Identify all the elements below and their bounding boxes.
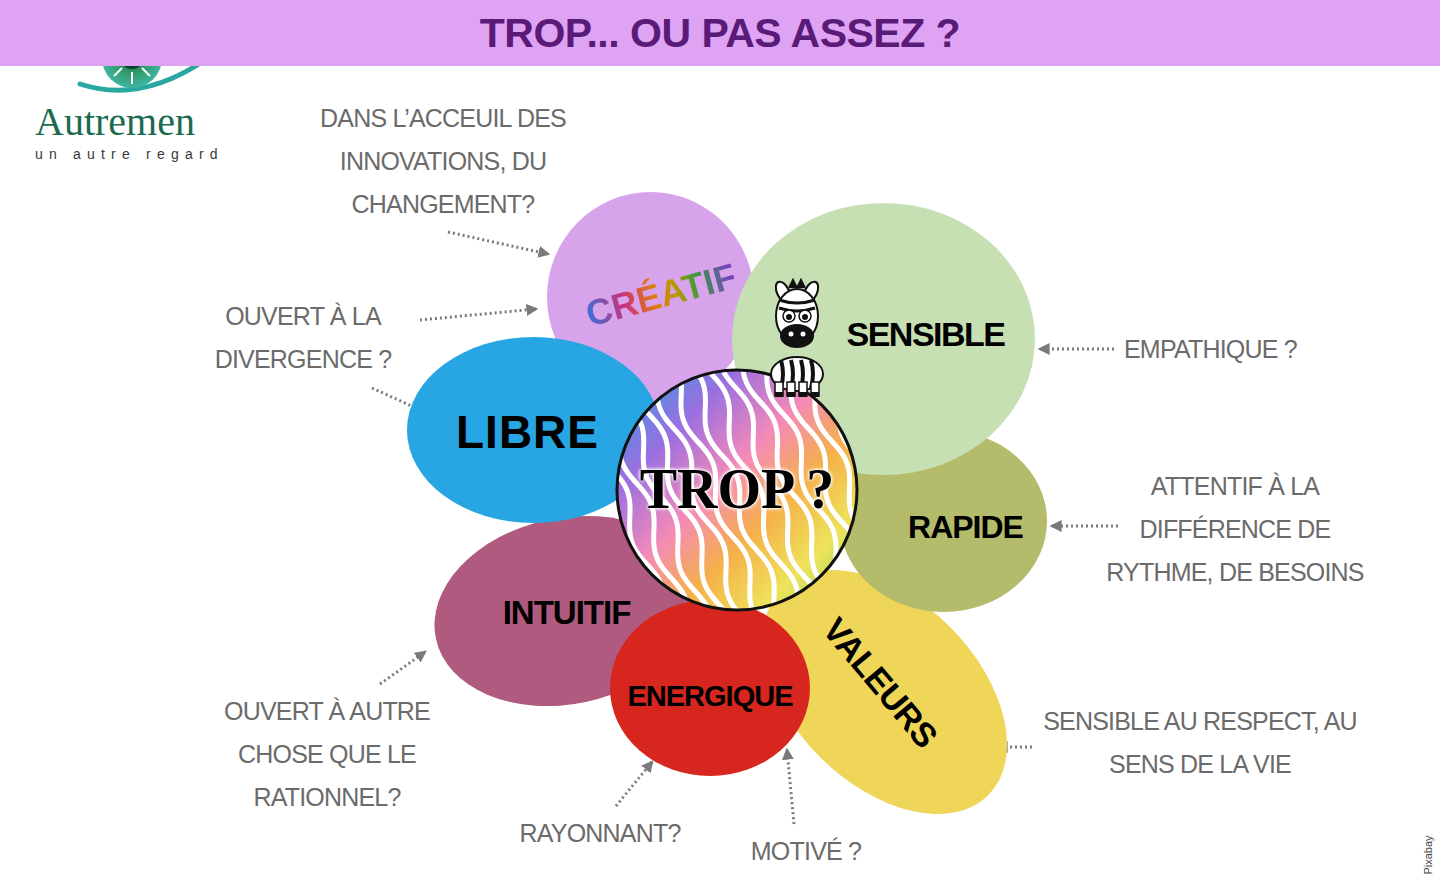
leader-line <box>448 232 548 254</box>
zebra-disc <box>617 370 857 610</box>
callout-text: SENSIBLE AU RESPECT, AU SENS DE LA VIE <box>1040 700 1360 786</box>
center-circle: TROP ? <box>615 368 859 612</box>
callout-text: OUVERT À AUTRE CHOSE QUE LE RATIONNEL? <box>207 690 447 819</box>
callout-text: EMPATHIQUE ? <box>1124 328 1354 371</box>
petal-label: SENSIBLE <box>846 316 1004 353</box>
leader-line <box>1040 348 1114 351</box>
petal-label: TROP ? <box>640 459 834 521</box>
zebra-toy <box>771 279 823 397</box>
leader-line <box>380 652 425 684</box>
callout-text: ATTENTIF À LA DIFFÉRENCE DE RYTHME, DE B… <box>1085 465 1385 594</box>
petal-label: INTUITIF <box>503 595 631 631</box>
logo-tagline: un autre regard <box>35 145 265 163</box>
callout-text: RAYONNANT? <box>490 812 710 855</box>
title: TROP... OU PAS ASSEZ ? <box>0 0 1440 66</box>
title-bar: TROP... OU PAS ASSEZ ? <box>0 0 1440 66</box>
watermark: Pixabay <box>1420 828 1436 883</box>
leader-line <box>787 750 794 824</box>
logo-name: Autremen <box>35 100 255 144</box>
petal-label: RAPIDE <box>908 510 1023 545</box>
petal-fill <box>610 600 810 776</box>
leader-line <box>420 309 536 320</box>
petal: ENERGIQUE <box>610 600 810 776</box>
callout-text: OUVERT À LA DIVERGENCE ? <box>198 295 408 381</box>
leader-line <box>616 762 652 806</box>
callout-text: MOTIVÉ ? <box>706 830 906 873</box>
petal-label: ENERGIQUE <box>627 681 792 713</box>
petal-label: LIBRE <box>456 407 599 458</box>
center-outline <box>617 370 857 610</box>
leader-line <box>1052 525 1118 528</box>
callout-text: DANS L’ACCEUIL DES INNOVATIONS, DU CHANG… <box>293 97 593 226</box>
petal-fill <box>840 430 1047 612</box>
